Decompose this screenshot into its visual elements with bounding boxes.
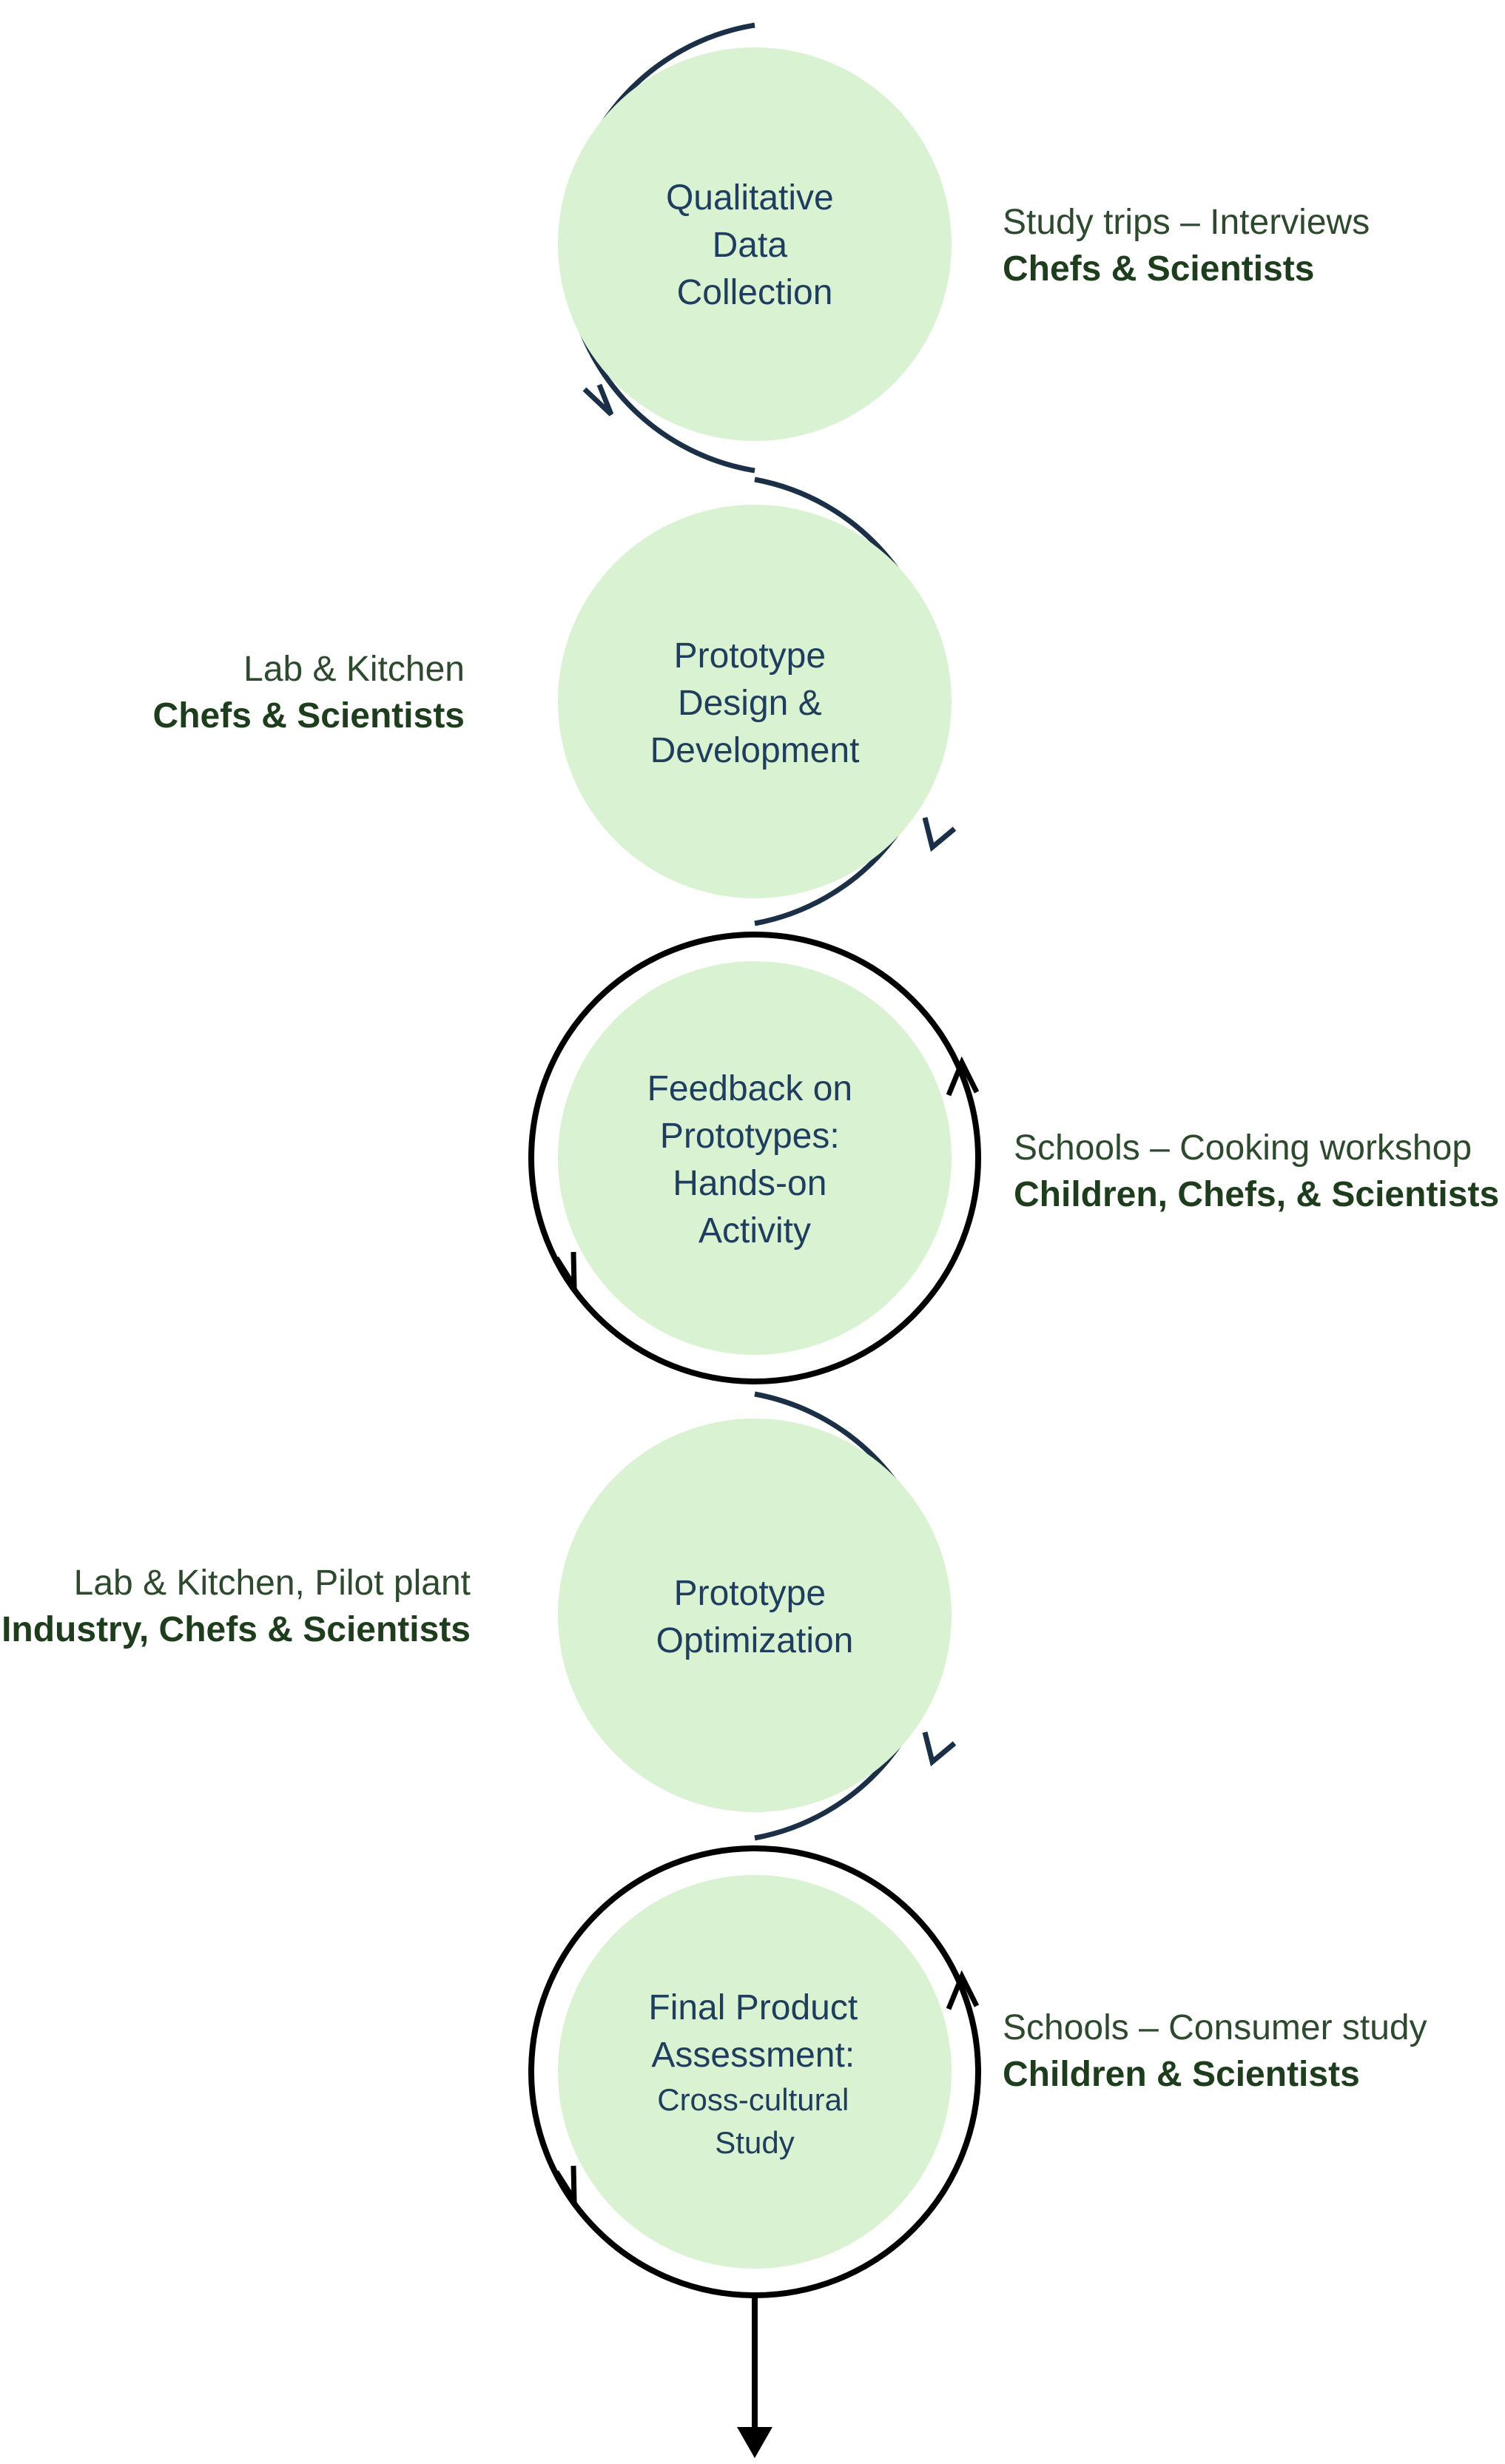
stage-5-line-4: Study <box>715 2125 794 2160</box>
svg-text:Final Product Assessment: Final Product Assessment: Cross-cultural… <box>648 1988 861 2160</box>
stage-5: Final Product Assessment: Cross-cultural… <box>528 1845 1427 2298</box>
stage-2-location: Lab & Kitchen <box>243 650 465 689</box>
stage-2-line-3: Development <box>650 731 860 770</box>
stage-5-arrowhead-up <box>946 1970 980 2010</box>
stage-4-line-1: Prototype <box>674 1574 826 1613</box>
svg-text:Prototype Design &: Prototype Design & Development <box>650 636 860 770</box>
stage-4-location: Lab & Kitchen, Pilot plant <box>74 1563 471 1603</box>
stage-2-participants: Chefs & Scientists <box>153 696 465 736</box>
stage-1-line-3: Collection <box>677 273 833 312</box>
svg-text:Qualitative Data C: Qualitative Data Collection <box>666 178 844 312</box>
stage-3: Feedback on Prototypes: Hands-on Activit… <box>528 932 1499 1384</box>
stage-1-location: Study trips – Interviews <box>1003 203 1370 242</box>
stage-3-line-2: Prototypes: <box>660 1117 840 1156</box>
stage-5-participants: Children & Scientists <box>1003 2055 1360 2094</box>
stage-5-line-2: Assessment: <box>651 2036 855 2075</box>
stage-4: Prototype Optimization Lab & Kitchen, Pi… <box>1 1391 957 1841</box>
stage-1-line-2: Data <box>713 226 788 265</box>
stage-1-arrowhead <box>582 383 614 417</box>
svg-text:Prototype Optimization: Prototype Optimization <box>656 1574 854 1660</box>
stage-1: Qualitative Data Collection Study trips … <box>558 22 1370 474</box>
stage-2: Prototype Design & Development Lab & Kit… <box>153 477 957 926</box>
stage-5-line-1: Final Product <box>648 1988 858 2027</box>
stage-4-line-2: Optimization <box>656 1621 854 1660</box>
stage-2-line-1: Prototype <box>674 636 826 676</box>
stage-4-circle <box>558 1418 952 1812</box>
stage-3-line-1: Feedback on <box>647 1069 853 1108</box>
stage-5-circle <box>558 1875 952 2269</box>
stage-1-participants: Chefs & Scientists <box>1003 249 1314 289</box>
stage-5-line-3: Cross-cultural <box>657 2082 849 2117</box>
svg-text:Feedback on Prototypes:: Feedback on Prototypes: Hands-on Activit… <box>647 1069 863 1250</box>
final-arrow-head <box>737 2427 772 2458</box>
stage-2-line-2: Design & <box>678 684 822 723</box>
stage-3-participants: Children, Chefs, & Scientists <box>1014 1175 1499 1214</box>
stage-3-loop <box>528 932 981 1384</box>
stage-4-participants: Industry, Chefs & Scientists <box>1 1610 471 1649</box>
stage-4-arrowhead <box>922 1731 957 1767</box>
stage-3-location: Schools – Cooking workshop <box>1014 1128 1472 1168</box>
stage-3-arrowhead-up <box>946 1056 980 1097</box>
stage-3-line-3: Hands-on <box>673 1164 826 1203</box>
stage-1-line-1: Qualitative <box>666 178 834 218</box>
stage-5-location: Schools – Consumer study <box>1003 2008 1427 2047</box>
stage-1-circle <box>558 47 952 441</box>
stage-5-arrowhead-down <box>554 2165 577 2209</box>
stage-3-arrowhead-down <box>554 1251 577 1296</box>
stage-3-circle <box>558 961 952 1355</box>
final-arrow <box>737 2295 772 2458</box>
stage-2-arrowhead <box>922 817 957 852</box>
stage-3-line-4: Activity <box>698 1211 811 1250</box>
stage-2-circle <box>558 505 952 898</box>
